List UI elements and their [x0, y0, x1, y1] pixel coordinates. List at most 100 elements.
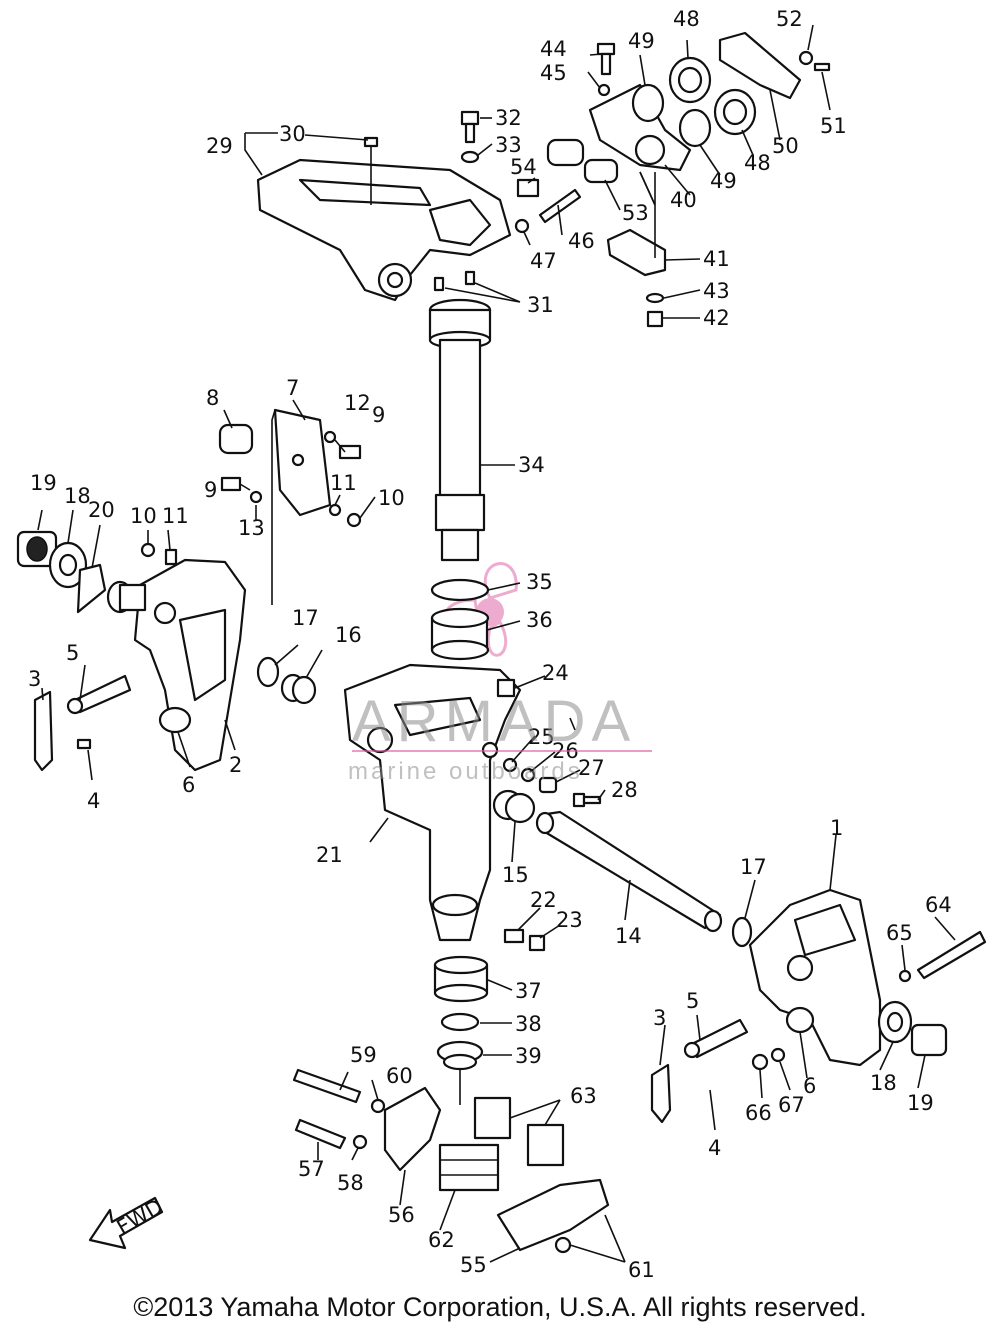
callout-32: 32 [495, 106, 522, 130]
callout-29: 29 [206, 134, 233, 158]
clamp-bracket-left [106, 558, 247, 772]
callout-63: 63 [570, 1084, 597, 1108]
callout-19-left: 19 [30, 471, 57, 495]
bolt-23 [528, 934, 546, 952]
callout-6-right: 6 [803, 1074, 816, 1098]
bushing-39 [436, 1040, 484, 1071]
spring-48-top [668, 56, 712, 104]
callout-10-right: 10 [378, 486, 405, 510]
callout-52: 52 [776, 7, 803, 31]
bolt-57 [294, 1118, 347, 1150]
plate-27 [538, 776, 558, 794]
bolt-9-top [338, 444, 362, 460]
lower-cover-55 [496, 1178, 610, 1252]
callout-64: 64 [925, 893, 952, 917]
o-ring-38 [440, 1012, 480, 1032]
washer-60 [370, 1098, 386, 1114]
bushing-15 [492, 789, 536, 824]
callout-8: 8 [206, 386, 219, 410]
callout-18-right: 18 [870, 1071, 897, 1095]
callout-21: 21 [316, 843, 343, 867]
callout-49-bottom: 49 [710, 169, 737, 193]
callout-15: 15 [502, 863, 529, 887]
plate-41 [606, 228, 667, 277]
grease-nipple-24 [496, 678, 516, 698]
bolt-4-left [76, 738, 92, 750]
washer-12 [323, 430, 337, 444]
callout-9-bottom: 9 [204, 478, 217, 502]
callout-17-right: 17 [740, 855, 767, 879]
callout-numbers: 1 2 3 3 4 4 5 5 6 6 7 8 9 9 10 10 11 11 … [28, 7, 952, 1282]
bolt-46 [538, 188, 582, 224]
pin-51 [813, 62, 831, 72]
bolt-64 [916, 930, 987, 980]
bolt-30 [363, 136, 379, 205]
fwd-text: FWD [113, 1194, 167, 1239]
steering-arm-bracket [256, 158, 512, 302]
nut-10-left [140, 542, 156, 558]
callout-67: 67 [778, 1093, 805, 1117]
bolt-59 [292, 1068, 362, 1104]
nut-52 [798, 50, 814, 66]
callout-62: 62 [428, 1228, 455, 1252]
callout-1: 1 [830, 816, 843, 840]
bolt-9-bottom [220, 476, 242, 492]
callout-33: 33 [495, 133, 522, 157]
washer-33 [460, 150, 480, 164]
spring-48-bottom [713, 88, 757, 136]
forward-direction-arrow: FWD [88, 1194, 167, 1250]
callout-6-left: 6 [182, 773, 195, 797]
rubber-block-63-a [473, 1096, 512, 1140]
bracket-56 [383, 1086, 442, 1172]
watermark-underline [352, 750, 652, 752]
watermark-tagline: marine outboards [348, 758, 583, 785]
grease-nipple-22 [503, 928, 525, 944]
callout-3-right: 3 [653, 1006, 666, 1030]
callout-19-right: 19 [907, 1091, 934, 1115]
callout-42: 42 [703, 306, 730, 330]
copyright-notice: ©2013 Yamaha Motor Corporation, U.S.A. A… [133, 1292, 867, 1322]
nut-10-right [346, 512, 362, 528]
washer-67 [770, 1047, 786, 1063]
bolt-42 [646, 310, 664, 328]
callout-65: 65 [886, 921, 913, 945]
steering-shaft [428, 298, 492, 562]
bolt-28 [572, 792, 602, 808]
cylinder-8 [218, 423, 254, 455]
callout-25: 25 [528, 725, 555, 749]
nut-19-right [910, 1023, 948, 1057]
callout-46: 46 [568, 229, 595, 253]
nut-66 [751, 1053, 769, 1071]
callout-43: 43 [703, 279, 730, 303]
callout-13: 13 [238, 516, 265, 540]
washer-17-left [256, 656, 280, 688]
callout-18-left: 18 [64, 484, 91, 508]
callout-51: 51 [820, 114, 847, 138]
block-54 [516, 178, 540, 198]
callout-35: 35 [526, 570, 553, 594]
callout-11-right: 11 [330, 471, 357, 495]
callout-9-top: 9 [372, 403, 385, 427]
callout-7: 7 [286, 376, 299, 400]
clamp-screw-right [683, 1018, 749, 1059]
washer-58 [352, 1134, 368, 1150]
callout-61: 61 [628, 1258, 655, 1282]
callout-24: 24 [542, 661, 569, 685]
callout-55: 55 [460, 1253, 487, 1277]
washer-65 [898, 969, 912, 983]
callout-39: 39 [515, 1044, 542, 1068]
clamp-handle-right [650, 1063, 672, 1124]
callout-12: 12 [344, 391, 371, 415]
washer-13 [249, 490, 263, 504]
callout-16: 16 [335, 623, 362, 647]
o-ring-49-top [631, 83, 665, 123]
exploded-view-drawing: FWD [16, 7, 987, 1282]
washer-45 [597, 83, 611, 97]
bolt-44 [596, 42, 616, 76]
callout-4-right: 4 [708, 1136, 721, 1160]
bushing-18-right [877, 1000, 913, 1044]
callout-5-right: 5 [686, 989, 699, 1013]
o-ring-35 [430, 578, 490, 602]
callout-34: 34 [518, 453, 545, 477]
callout-44: 44 [540, 37, 567, 61]
